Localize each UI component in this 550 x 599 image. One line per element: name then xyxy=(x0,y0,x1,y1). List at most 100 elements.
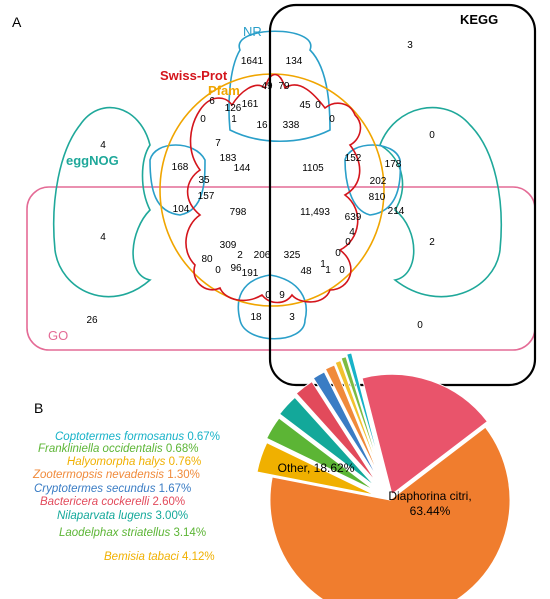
go-set-label: GO xyxy=(48,328,68,343)
pie-slice xyxy=(361,373,489,496)
region-count: 0 xyxy=(429,130,435,141)
nr-set-outline xyxy=(228,30,331,142)
pie-species-label: Cryptotermes secundus 1.67% xyxy=(34,483,191,495)
region-count: 191 xyxy=(242,268,259,279)
pie-label-main: Diaphorina citri, xyxy=(388,489,471,503)
region-count: 639 xyxy=(345,212,362,223)
eggnog-set-label: eggNOG xyxy=(66,153,119,168)
region-count: 0 xyxy=(345,237,351,248)
region-count: 9 xyxy=(279,290,285,301)
region-count: 134 xyxy=(286,56,303,67)
region-count: 104 xyxy=(173,204,190,215)
region-count: 7 xyxy=(215,138,221,149)
region-count: 309 xyxy=(220,240,237,251)
region-count: 1 xyxy=(325,265,331,276)
kegg-set-label: KEGG xyxy=(460,12,498,27)
region-count: 45 xyxy=(299,100,311,111)
region-count: 214 xyxy=(388,206,405,217)
panel-b-label: B xyxy=(34,400,44,416)
nr-bottom-outline xyxy=(237,274,307,340)
region-count: 1105 xyxy=(302,163,324,174)
region-count: 49 xyxy=(261,81,273,92)
region-count: 2 xyxy=(429,237,435,248)
region-count: 168 xyxy=(172,162,189,173)
region-count: 183 xyxy=(220,153,237,164)
region-count: 18 xyxy=(250,312,262,323)
pie-slice xyxy=(346,352,382,470)
region-count: 2 xyxy=(237,250,243,261)
pie-labels: Diaphorina citri,63.44% Other, 18.62% Bemi… xyxy=(32,431,472,563)
region-count: 3 xyxy=(289,312,295,323)
nr-left-lobe-outline xyxy=(149,144,206,216)
region-count: 178 xyxy=(385,159,402,170)
region-count: 0 xyxy=(417,320,423,331)
venn-diagram xyxy=(26,3,537,387)
pie-species-label: Zootermopsis nevadensis 1.30% xyxy=(32,469,200,481)
pie-slice xyxy=(278,396,376,487)
swissprot-set-outline xyxy=(185,73,362,304)
region-count: 161 xyxy=(242,99,259,110)
region-count: 11,493 xyxy=(300,207,330,218)
eggnog-set-outline xyxy=(52,106,152,298)
region-count: 79 xyxy=(278,81,290,92)
region-count: 810 xyxy=(369,192,386,203)
eggnog-right-outline xyxy=(379,106,503,298)
pie-label-other: Other, 18.62% xyxy=(278,461,355,475)
region-count: 0 xyxy=(200,114,206,125)
region-count: 16 xyxy=(256,120,268,131)
pfam-set-outline xyxy=(159,73,385,307)
kegg-set-outline xyxy=(268,3,537,387)
region-count: 6 xyxy=(209,96,215,107)
pie-slice xyxy=(312,371,379,480)
region-count: 1 xyxy=(320,259,326,270)
pie-slice xyxy=(265,417,375,492)
pie-slice xyxy=(295,380,378,483)
pie-species-label: Bactericera cockerelli 2.60% xyxy=(40,496,185,508)
region-count: 206 xyxy=(254,250,271,261)
region-count: 4 xyxy=(100,232,106,243)
region-count: 798 xyxy=(230,207,247,218)
region-count: 3 xyxy=(407,40,413,51)
region-count: 338 xyxy=(283,120,300,131)
pie-species-label: Halyomorpha halys 0.76% xyxy=(67,456,201,468)
region-count: 1 xyxy=(231,114,237,125)
panel-a-label: A xyxy=(12,14,22,30)
pie-species-label: Laodelphax striatellus 3.14% xyxy=(59,527,206,539)
pie-species-label: Bemisia tabaci 4.12% xyxy=(104,551,215,563)
pie-slice xyxy=(256,441,376,496)
region-count: 35 xyxy=(198,175,210,186)
region-count: 157 xyxy=(198,191,215,202)
region-count: 0 xyxy=(265,290,271,301)
pie-slice xyxy=(334,359,381,474)
pie-slice xyxy=(269,426,511,599)
region-count: 80 xyxy=(201,254,213,265)
region-count: 4 xyxy=(349,227,355,238)
go-set-outline xyxy=(26,186,536,351)
region-count: 202 xyxy=(370,176,387,187)
region-count: 1641 xyxy=(241,56,264,67)
pie-species-label: Nilaparvata lugens 3.00% xyxy=(57,510,188,522)
pfam-set-label: Pfam xyxy=(208,83,240,98)
region-count: 144 xyxy=(234,163,251,174)
region-count: 0 xyxy=(329,114,335,125)
region-count: 325 xyxy=(284,250,301,261)
swissprot-set-label: Swiss-Prot xyxy=(160,68,228,83)
pie-species-label: Frankliniella occidentalis 0.68% xyxy=(38,443,198,455)
region-count: 0 xyxy=(335,248,341,259)
pie-chart xyxy=(256,352,511,599)
pie-species-label: Coptotermes formosanus 0.67% xyxy=(55,431,220,443)
pie-slice xyxy=(324,364,380,477)
region-count: 4 xyxy=(100,140,106,151)
region-count: 152 xyxy=(345,153,362,164)
region-count: 48 xyxy=(300,266,312,277)
pie-label-main: 63.44% xyxy=(410,504,451,518)
pie-slice xyxy=(340,355,382,472)
region-count: 96 xyxy=(230,263,242,274)
region-count: 126 xyxy=(225,103,242,114)
region-count: 0 xyxy=(339,265,345,276)
region-count: 0 xyxy=(215,265,221,276)
nr-right-lobe-outline xyxy=(344,144,402,216)
nr-set-label: NR xyxy=(243,24,262,39)
region-count: 0 xyxy=(315,100,321,111)
